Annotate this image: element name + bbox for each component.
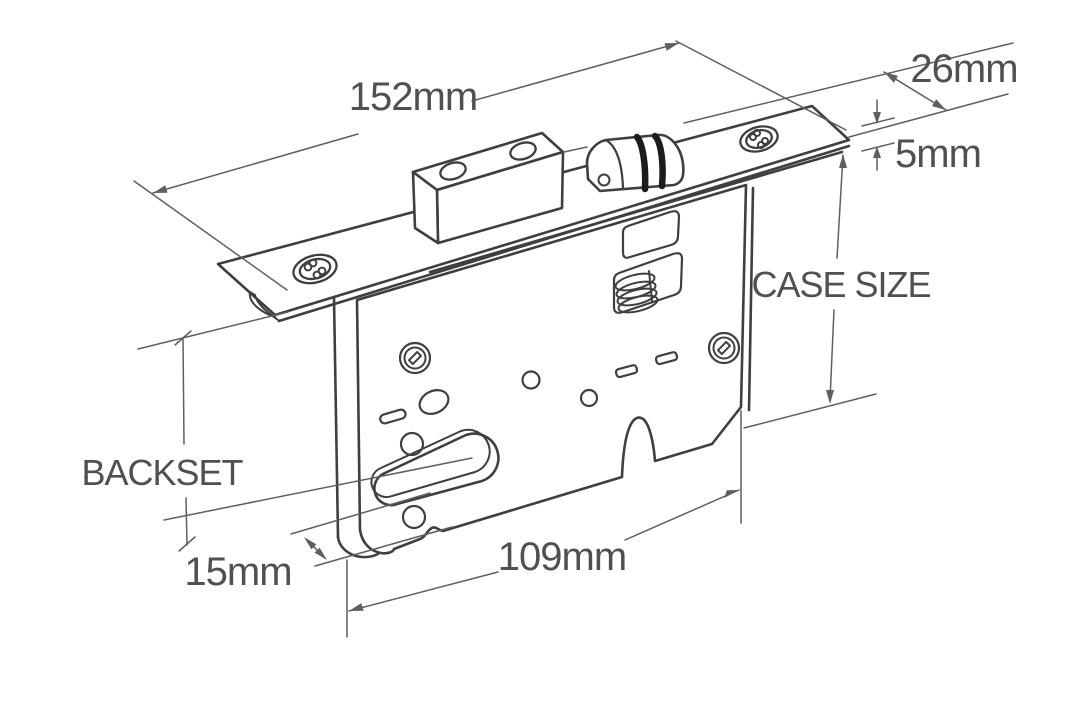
dimension-labels: 152mm 26mm 5mm CASE SIZE BACKSET 15mm 10… [81,47,1018,594]
arrowhead [839,154,847,168]
label-5mm: 5mm [895,132,981,176]
arrowhead [724,490,739,498]
latch-spring [614,270,659,314]
latch-bolt [585,132,685,193]
case-hole-oval [418,389,450,415]
latch-window [621,210,681,259]
dim-152mm-lines [133,40,847,291]
latch-bolt-bands [633,132,666,193]
case-hole [521,370,541,390]
arrowhead [349,603,364,611]
deadbolt [411,131,565,245]
faceplate-screw-left [292,253,338,285]
arrowhead [884,72,898,83]
deadbolt-hole [509,141,537,161]
case-side-edge [332,296,340,539]
faceplate-tip-curl [248,291,279,321]
case-hole [401,504,427,530]
case-hole [399,431,425,457]
case-slot [654,351,679,366]
label-case-size: CASE SIZE [751,264,930,305]
dim-5mm-lines [861,99,895,171]
latch-bolt-body [585,133,685,193]
deadbolt-side-face [411,170,440,245]
arrowhead [873,112,881,124]
arrowhead [932,99,946,110]
case-right-back-edge [747,186,755,412]
case-features [370,210,741,530]
case-hole [579,388,599,408]
dim-case-size-lines [743,154,877,429]
case-screw-right [707,331,741,365]
latch-bolt-endface [604,138,625,190]
arrowhead [664,43,679,51]
arrowhead [304,537,317,550]
faceplate-screw-right [739,125,779,153]
case-screw-left [398,341,432,375]
deadbolt-hole [439,161,467,181]
arrowhead [314,547,327,560]
label-26mm: 26mm [910,47,1017,91]
spring-window [612,252,684,314]
label-15mm: 15mm [184,550,291,594]
dim-backset-lines [137,311,473,552]
arrowhead [826,390,834,404]
label-109mm: 109mm [498,535,626,579]
dimension-arrowheads [153,43,946,611]
dim-109mm-lines [346,410,742,638]
dimension-lines [133,40,1014,638]
case-slot [379,408,407,425]
latch-bolt-pin [597,173,611,187]
case-slot [614,364,639,379]
faceplate-thickness-line [428,150,844,274]
arrowhead [153,185,168,193]
label-152mm: 152mm [349,75,477,119]
label-backset: BACKSET [81,452,243,493]
case-foot-inner [336,535,380,559]
arrowhead [873,146,881,158]
